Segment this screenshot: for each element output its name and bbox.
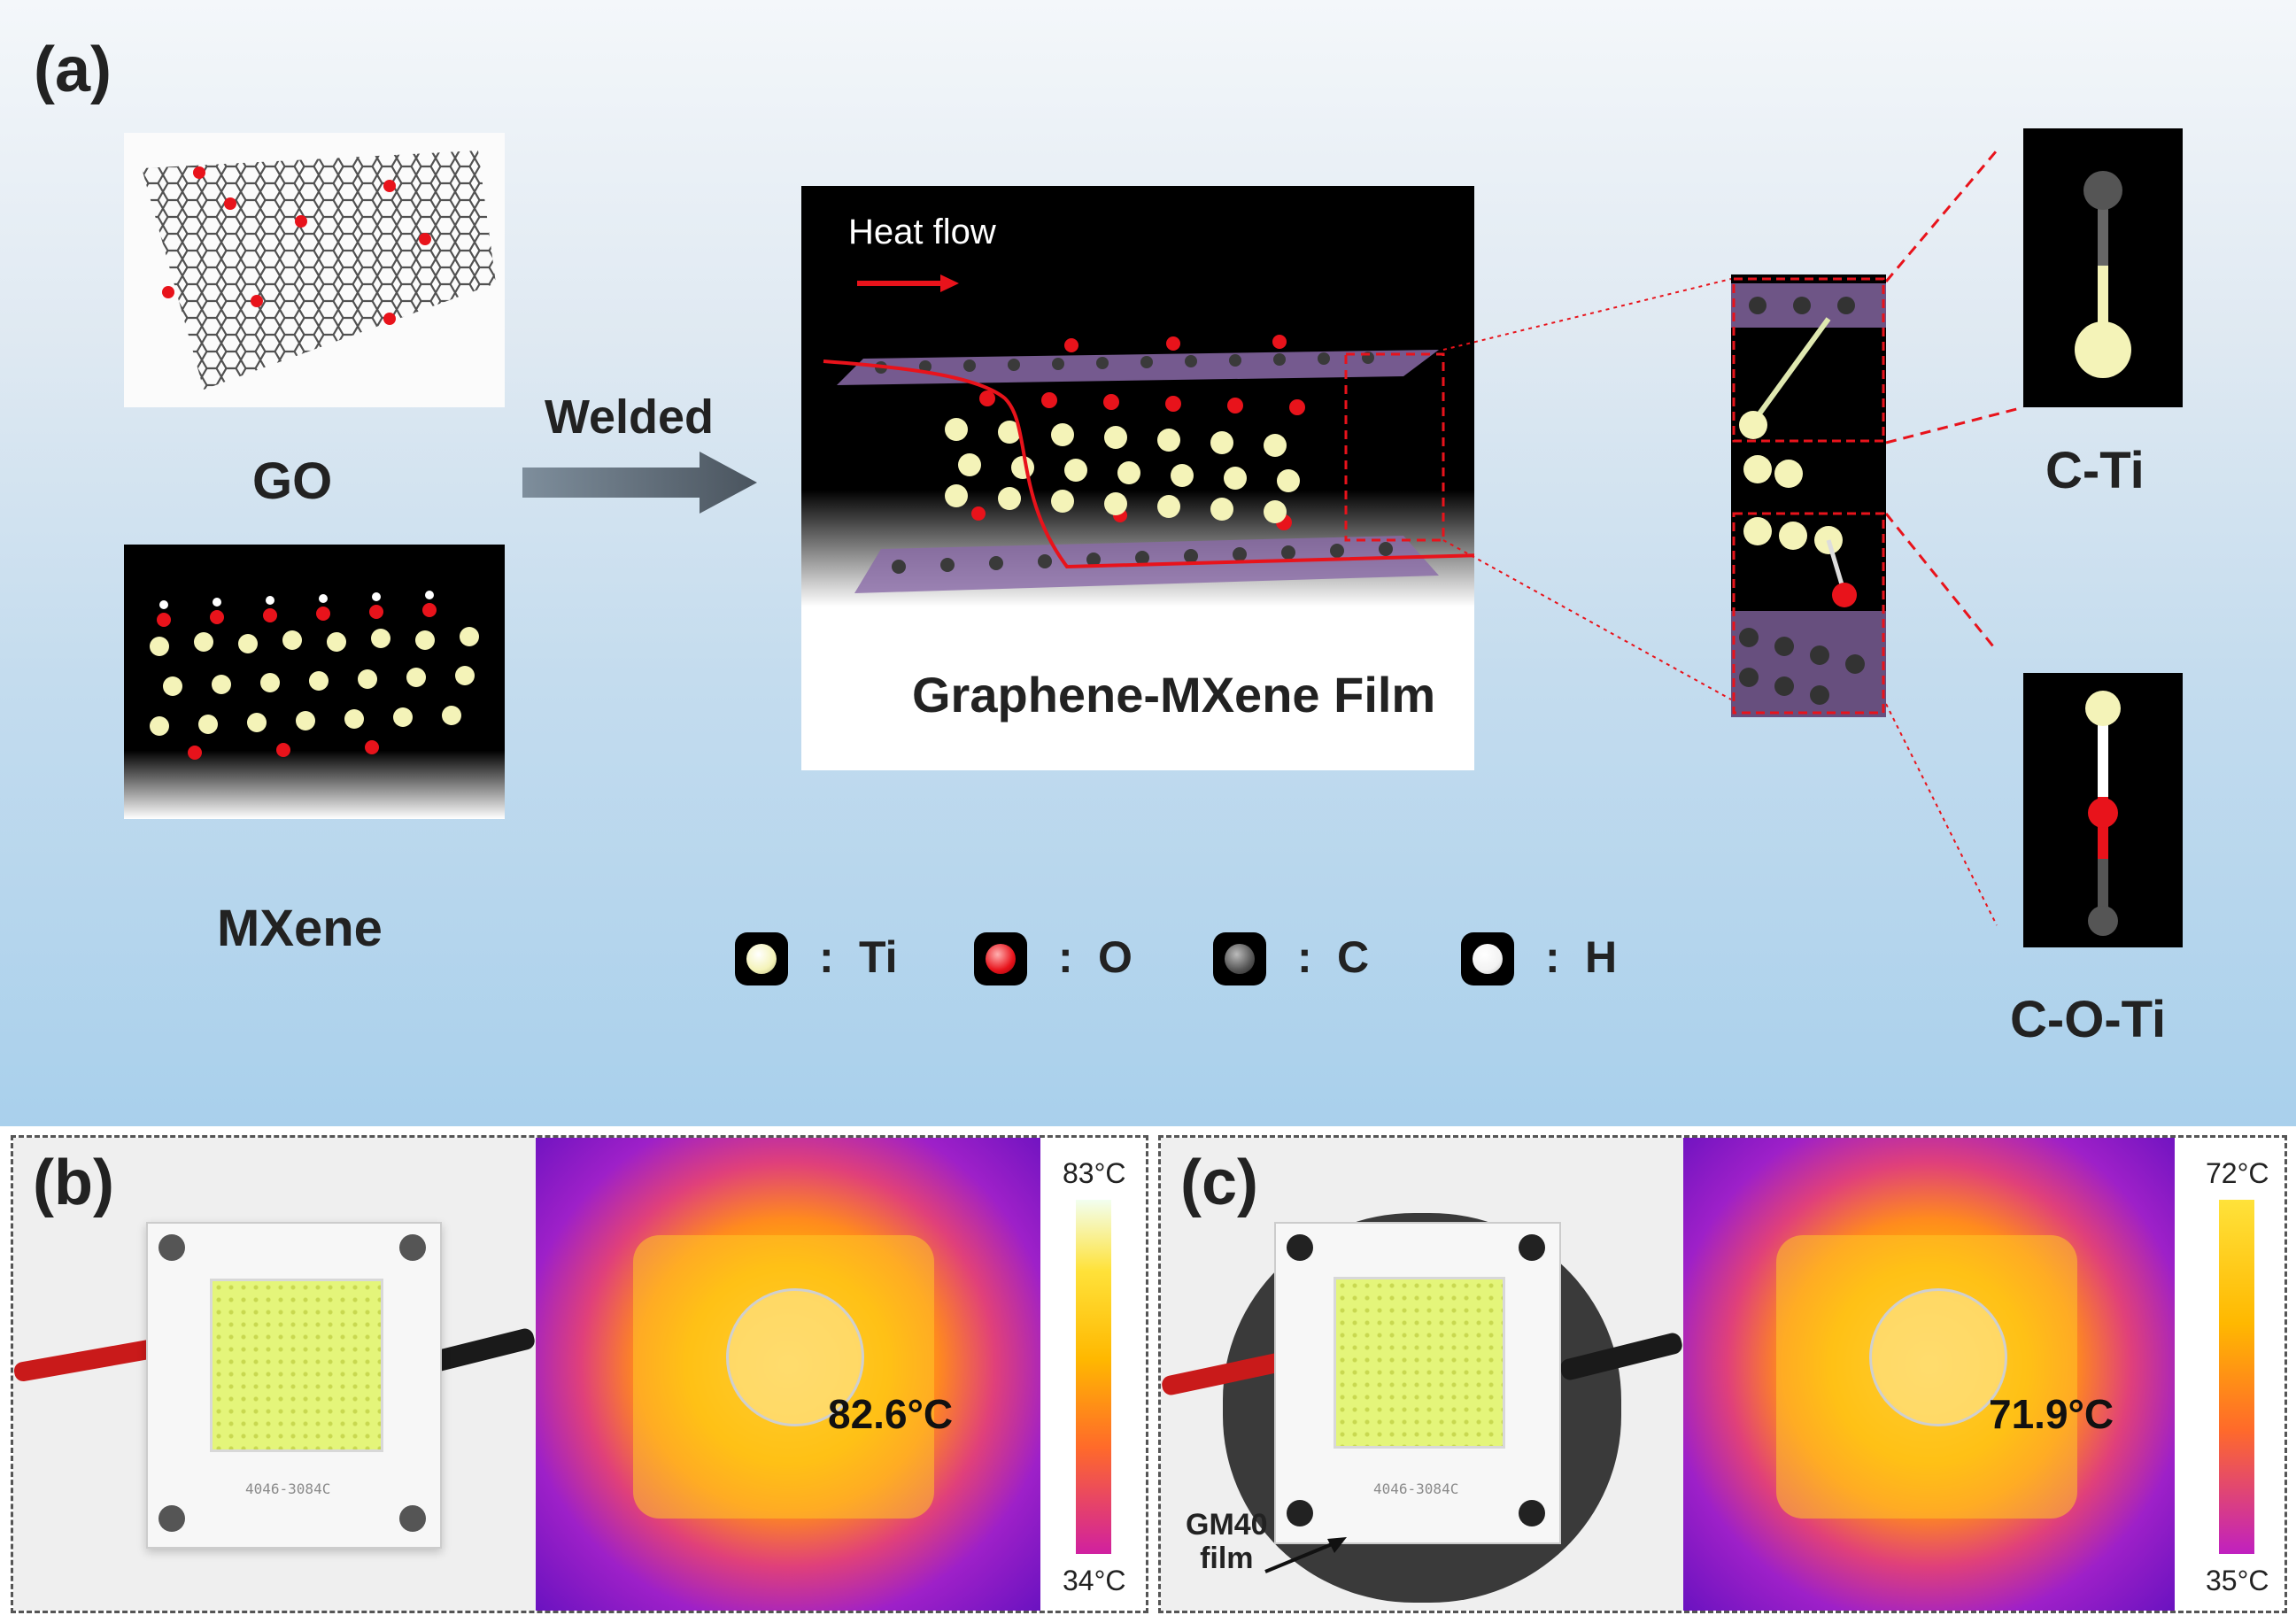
atom-legend: : Ti : O : C : H [735,928,1620,990]
c-ti-label: C-Ti [2045,442,2145,499]
interface-zoom-image [1731,274,1886,717]
chip-code: 4046-3084C [245,1480,331,1497]
welded-label: Welded [545,390,715,444]
o-atom-icon [974,932,1027,985]
legend-item-h: : H [1461,928,1620,990]
led-chip-photo-c: 4046-3084C GM40 film [1160,1138,1684,1611]
gm40-film-label: GM40 film [1186,1508,1268,1575]
thermal-image-b: 82.6°C [536,1138,1040,1611]
scale-max-b: 83°C [1063,1157,1126,1189]
panel-c-label: (c) [1180,1148,1258,1218]
go-label: GO [252,452,333,510]
panel-a-label: (a) [34,35,112,105]
c-atom-icon [1213,932,1266,985]
legend-item-o: : O [974,928,1169,990]
panel-b-label: (b) [33,1148,114,1218]
color-scale-bar-b [1076,1200,1111,1554]
heat-flow-arrow-icon [857,273,959,294]
h-atom-icon [1461,932,1514,985]
led-emitter-array [210,1279,383,1452]
zoom-connector-lines [1442,150,2024,926]
panel-b: 4046-3084C 82.6°C 83°C 34°C (b) [11,1135,1148,1613]
welded-arrow-icon [522,452,779,514]
heat-flow-label: Heat flow [848,213,996,251]
temp-reading-c: 71.9°C [1989,1391,2114,1437]
c-ti-bond-image [2023,128,2183,407]
legend-item-ti: : Ti [735,928,947,990]
mxene-label: MXene [217,900,383,957]
mxene-structure-image [124,545,505,819]
legend-item-c: : C [1213,928,1408,990]
temp-reading-b: 82.6°C [828,1391,954,1437]
panel-a: (a) GO [0,0,2296,1126]
measurement-circle [726,1288,864,1426]
led-board: 4046-3084C [1274,1222,1561,1544]
scale-max-c: 72°C [2206,1157,2269,1189]
go-structure-image [124,133,505,407]
scale-min-c: 35°C [2206,1565,2269,1596]
led-board: 4046-3084C [146,1222,442,1549]
measurement-circle [1869,1288,2007,1426]
chip-code: 4046-3084C [1373,1480,1459,1497]
film-label: Graphene-MXene Film [912,667,1436,723]
led-emitter-array [1334,1277,1505,1449]
thermal-image-c: 71.9°C [1683,1138,2175,1611]
pointer-arrow-icon [1264,1537,1347,1573]
color-scale-bar-c [2219,1200,2254,1554]
c-o-ti-label: C-O-Ti [2010,991,2167,1048]
red-wire [12,1337,165,1383]
scale-min-b: 34°C [1063,1565,1126,1596]
led-chip-photo-b: 4046-3084C [12,1138,537,1611]
c-o-ti-bond-image [2023,673,2183,947]
ti-atom-icon [735,932,788,985]
panel-c: 4046-3084C GM40 film 71.9°C 72°C 35°C (c… [1158,1135,2287,1613]
